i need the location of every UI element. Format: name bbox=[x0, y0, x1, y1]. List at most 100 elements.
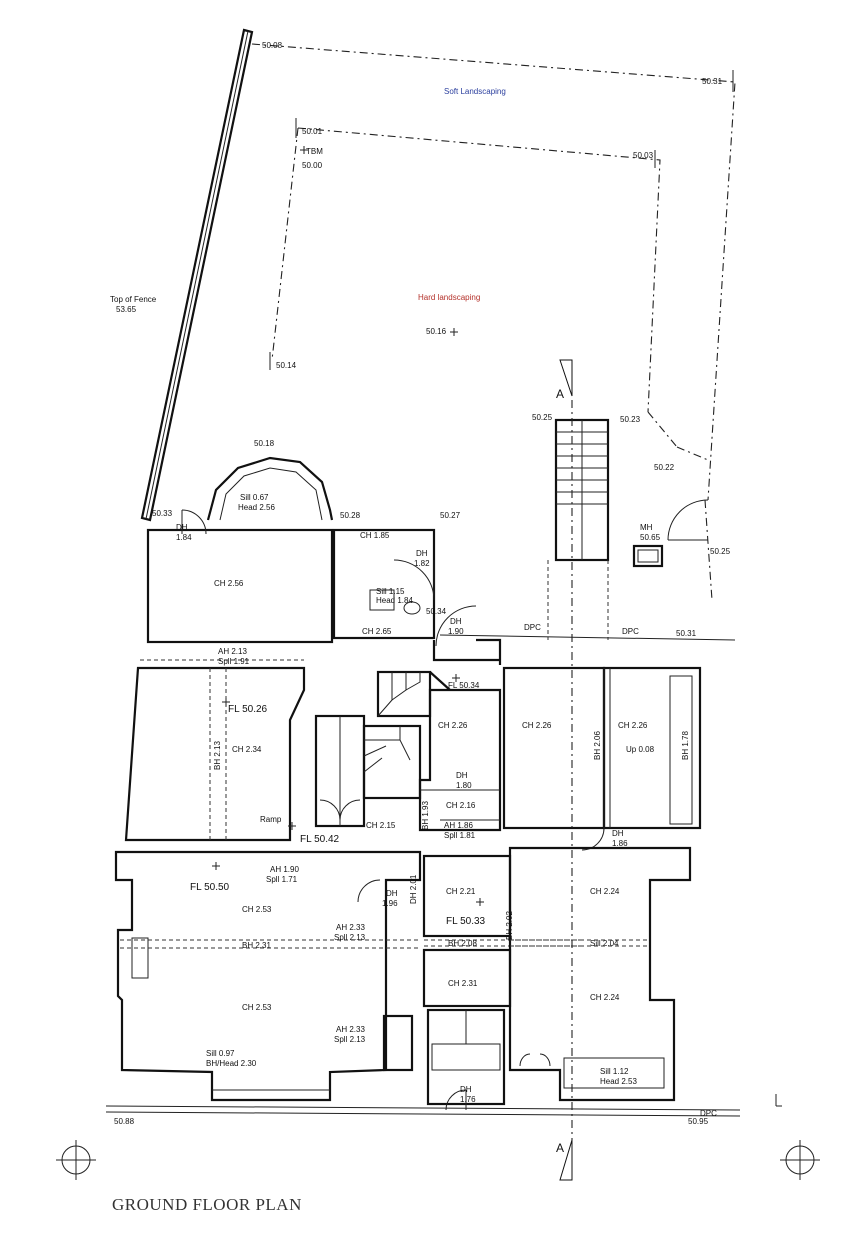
svg-text:CH 2.24: CH 2.24 bbox=[590, 993, 620, 1002]
svg-text:50.65: 50.65 bbox=[640, 533, 661, 542]
front-boundary bbox=[105, 1105, 741, 1111]
svg-text:1.84: 1.84 bbox=[176, 533, 192, 542]
svg-text:FL 50.50: FL 50.50 bbox=[190, 882, 230, 893]
svg-text:BH 2.02: BH 2.02 bbox=[505, 911, 514, 940]
svg-text:CH 1.85: CH 1.85 bbox=[360, 531, 390, 540]
drawing-title: GROUND FLOOR PLAN bbox=[112, 1195, 302, 1214]
svg-text:Sill 1.15: Sill 1.15 bbox=[376, 587, 405, 596]
section-a-top: A bbox=[556, 387, 564, 401]
svg-text:50.25: 50.25 bbox=[710, 547, 731, 556]
svg-text:CH 2.65: CH 2.65 bbox=[362, 627, 392, 636]
middle-left-room bbox=[124, 659, 306, 842]
svg-text:50.18: 50.18 bbox=[254, 439, 275, 448]
svg-text:Head 2.53: Head 2.53 bbox=[600, 1077, 637, 1086]
room-annotations: Sill 0.67 Head 2.56 DH 1.84 CH 2.56 CH 1… bbox=[176, 387, 717, 1155]
svg-text:DPC: DPC bbox=[524, 623, 541, 632]
svg-text:CH 2.31: CH 2.31 bbox=[448, 979, 478, 988]
svg-text:CH 2.34: CH 2.34 bbox=[232, 745, 262, 754]
svg-text:50.25: 50.25 bbox=[532, 413, 553, 422]
svg-text:50.95: 50.95 bbox=[688, 1117, 709, 1126]
svg-text:FL 50.42: FL 50.42 bbox=[300, 834, 340, 845]
svg-text:Spll 1.71: Spll 1.71 bbox=[266, 875, 298, 884]
svg-text:50.34: 50.34 bbox=[426, 607, 447, 616]
svg-text:FL 50.34: FL 50.34 bbox=[448, 681, 480, 690]
svg-text:CH 2.26: CH 2.26 bbox=[522, 721, 552, 730]
svg-text:DH: DH bbox=[456, 771, 468, 780]
svg-text:AH 1.86: AH 1.86 bbox=[444, 821, 473, 830]
svg-text:BH 2.13: BH 2.13 bbox=[213, 741, 222, 770]
svg-text:Spll 1.91: Spll 1.91 bbox=[218, 657, 250, 666]
svg-text:CH 2.53: CH 2.53 bbox=[242, 905, 272, 914]
svg-text:1.76: 1.76 bbox=[460, 1095, 476, 1104]
manhole bbox=[632, 544, 664, 568]
svg-text:50.08: 50.08 bbox=[262, 41, 283, 50]
rear-steps bbox=[547, 418, 610, 640]
site-boundary bbox=[140, 28, 736, 601]
grid-marker-right bbox=[780, 1140, 820, 1180]
svg-text:Head 2.56: Head 2.56 bbox=[238, 503, 275, 512]
svg-text:50.27: 50.27 bbox=[440, 511, 461, 520]
front-left-room bbox=[114, 850, 422, 1102]
svg-text:CH 2.56: CH 2.56 bbox=[214, 579, 244, 588]
svg-text:1.80: 1.80 bbox=[456, 781, 472, 790]
svg-text:BH 2.08: BH 2.08 bbox=[448, 939, 477, 948]
svg-text:Spll 1.81: Spll 1.81 bbox=[444, 831, 476, 840]
svg-text:FL 50.26: FL 50.26 bbox=[228, 704, 268, 715]
soft-landscaping-label: Soft Landscaping bbox=[444, 87, 506, 96]
svg-text:AH 2.33: AH 2.33 bbox=[336, 923, 365, 932]
top-of-fence-label: Top of Fence bbox=[110, 295, 157, 304]
svg-text:DH: DH bbox=[460, 1085, 472, 1094]
toilet-room bbox=[332, 528, 436, 640]
tbm-label: TBM bbox=[306, 147, 323, 156]
svg-text:1.96: 1.96 bbox=[382, 899, 398, 908]
top-of-fence-level: 53.65 bbox=[116, 305, 137, 314]
svg-text:BH 2.06: BH 2.06 bbox=[593, 731, 602, 760]
svg-text:1.90: 1.90 bbox=[448, 627, 464, 636]
svg-text:50.28: 50.28 bbox=[340, 511, 361, 520]
svg-text:Sill 0.97: Sill 0.97 bbox=[206, 1049, 235, 1058]
svg-text:1.82: 1.82 bbox=[414, 559, 430, 568]
svg-text:50.31: 50.31 bbox=[676, 629, 697, 638]
svg-text:BH/Head 2.30: BH/Head 2.30 bbox=[206, 1059, 257, 1068]
svg-text:CH 2.26: CH 2.26 bbox=[618, 721, 648, 730]
svg-text:DPC: DPC bbox=[622, 627, 639, 636]
svg-text:50.01: 50.01 bbox=[302, 127, 323, 136]
grid-marker-left bbox=[56, 1140, 96, 1180]
svg-text:CH 2.26: CH 2.26 bbox=[438, 721, 468, 730]
svg-text:Spll 2.13: Spll 2.13 bbox=[334, 933, 366, 942]
svg-text:50.88: 50.88 bbox=[114, 1117, 135, 1126]
section-a-bottom: A bbox=[556, 1141, 564, 1155]
vertical-annotations: BH 2.13 BH 2.06 BH 1.78 BH 1.93 BH 2.02 … bbox=[213, 731, 690, 940]
svg-text:Spll 2.13: Spll 2.13 bbox=[334, 1035, 366, 1044]
svg-text:Sill 2.04: Sill 2.04 bbox=[590, 939, 619, 948]
section-line-a bbox=[559, 359, 573, 1181]
svg-text:Sill 1.12: Sill 1.12 bbox=[600, 1067, 629, 1076]
svg-text:50.14: 50.14 bbox=[276, 361, 297, 370]
middle-rooms-right bbox=[502, 666, 702, 851]
hard-landscaping-label: Hard landscaping bbox=[418, 293, 480, 302]
svg-text:AH 1.90: AH 1.90 bbox=[270, 865, 299, 874]
svg-text:AH 2.33: AH 2.33 bbox=[336, 1025, 365, 1034]
svg-text:50.23: 50.23 bbox=[620, 415, 641, 424]
svg-text:50.03: 50.03 bbox=[633, 151, 654, 160]
svg-text:DH: DH bbox=[386, 889, 398, 898]
front-right-room bbox=[508, 846, 692, 1102]
svg-text:DH: DH bbox=[416, 549, 428, 558]
svg-text:CH 2.53: CH 2.53 bbox=[242, 1003, 272, 1012]
svg-text:Head 1.84: Head 1.84 bbox=[376, 596, 413, 605]
middle-hall bbox=[418, 688, 502, 832]
svg-text:50.31: 50.31 bbox=[702, 77, 723, 86]
svg-text:DPC: DPC bbox=[700, 1109, 717, 1118]
level-markers bbox=[212, 146, 484, 906]
svg-text:BH 1.93: BH 1.93 bbox=[421, 801, 430, 830]
site-text: Soft Landscaping Hard landscaping Top of… bbox=[110, 41, 731, 1126]
svg-text:DH: DH bbox=[176, 523, 188, 532]
rear-room-bay bbox=[146, 456, 334, 644]
tbm-level: 50.00 bbox=[302, 161, 323, 170]
svg-text:DH: DH bbox=[612, 829, 624, 838]
svg-text:MH: MH bbox=[640, 523, 653, 532]
svg-text:CH 2.16: CH 2.16 bbox=[446, 801, 476, 810]
svg-text:1.86: 1.86 bbox=[612, 839, 628, 848]
svg-text:BH 1.78: BH 1.78 bbox=[681, 731, 690, 760]
